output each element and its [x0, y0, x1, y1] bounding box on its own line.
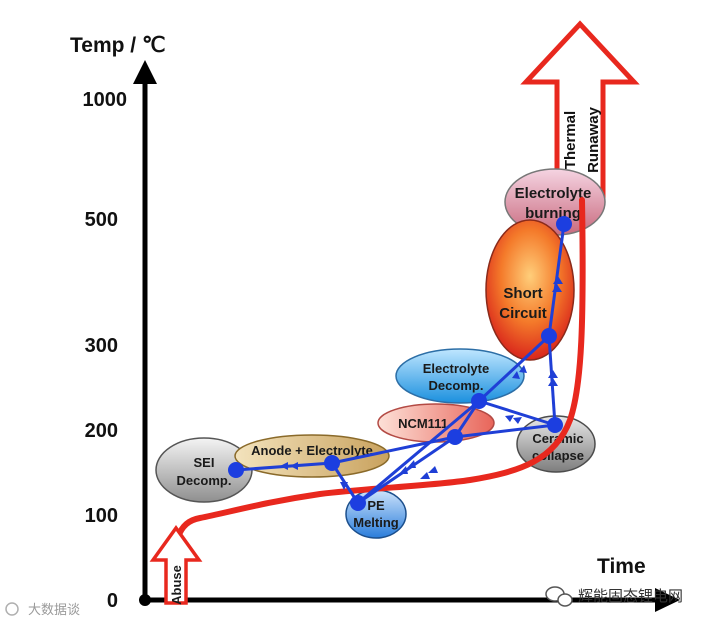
watermark-left: 大数据谈 [5, 602, 80, 618]
anode-electrolyte-label: Anode + Electrolyte [251, 443, 373, 458]
abuse-label: Abuse [169, 565, 184, 605]
x-axis-title: Time [597, 555, 646, 578]
reaction-nodes [228, 216, 572, 511]
node-electrolyte-burning [556, 216, 572, 232]
thermal-runaway-arrow: Thermal Runaway [520, 20, 640, 201]
stage-short-circuit: Short Circuit [485, 219, 575, 361]
reaction-path [235, 223, 566, 505]
y-tick-500: 500 [85, 209, 118, 231]
y-tick-200: 200 [85, 420, 118, 442]
direction-chevrons [280, 276, 563, 490]
y-tick-1000: 1000 [83, 89, 128, 111]
node-pe [350, 495, 366, 511]
path-electrolyte-decomp-to-ceramic [478, 399, 556, 427]
wechat-icon [545, 586, 573, 607]
sei-decomp-label-1: SEI [194, 455, 215, 470]
y-tick-labels: 1000 500 300 200 100 0 [83, 89, 128, 612]
y-axis [133, 60, 157, 600]
x-axis [145, 588, 680, 612]
node-sei [228, 462, 244, 478]
node-short-circuit [541, 328, 557, 344]
watermark-left-text: 大数据谈 [28, 603, 80, 618]
origin-dot [139, 594, 151, 606]
node-ceramic [547, 417, 563, 433]
thermal-runaway-label-1: Thermal [562, 111, 579, 169]
electrolyte-decomp-label-1: Electrolyte [423, 361, 489, 376]
y-tick-100: 100 [85, 505, 118, 527]
path-ncm-to-ceramic [454, 423, 556, 439]
path-anode-to-ncm [331, 435, 456, 465]
thermal-runaway-label-2: Runaway [585, 106, 602, 173]
electrolyte-decomp-label-2: Decomp. [429, 378, 484, 393]
node-electrolyte-decomp [471, 393, 487, 409]
watermark-right: 辉能固态锂电网 [545, 586, 683, 607]
stage-sei-decomp: SEI Decomp. [155, 437, 253, 503]
y-axis-title: Temp / ℃ [70, 34, 166, 57]
short-circuit-label-2: Circuit [499, 305, 547, 322]
y-tick-0: 0 [107, 590, 118, 612]
pe-melting-label-1: PE [367, 498, 385, 513]
abuse-arrow: Abuse [149, 525, 203, 605]
short-circuit-label-1: Short [503, 285, 542, 302]
temperature-curve [167, 197, 586, 603]
watermark-right-text: 辉能固态锂电网 [578, 587, 683, 605]
pe-melting-label-2: Melting [353, 515, 399, 530]
path-pe-to-electrolyte-decomp [357, 399, 480, 505]
y-tick-300: 300 [85, 335, 118, 357]
ncm111-label: NCM111 [398, 416, 448, 431]
node-ncm [447, 429, 463, 445]
path-electrolyte-decomp-to-short [477, 334, 551, 403]
electrolyte-burning-label-1: Electrolyte [515, 185, 592, 202]
sei-decomp-label-2: Decomp. [177, 473, 232, 488]
stage-electrolyte-decomp: Electrolyte Decomp. [395, 348, 525, 404]
node-anode [324, 455, 340, 471]
